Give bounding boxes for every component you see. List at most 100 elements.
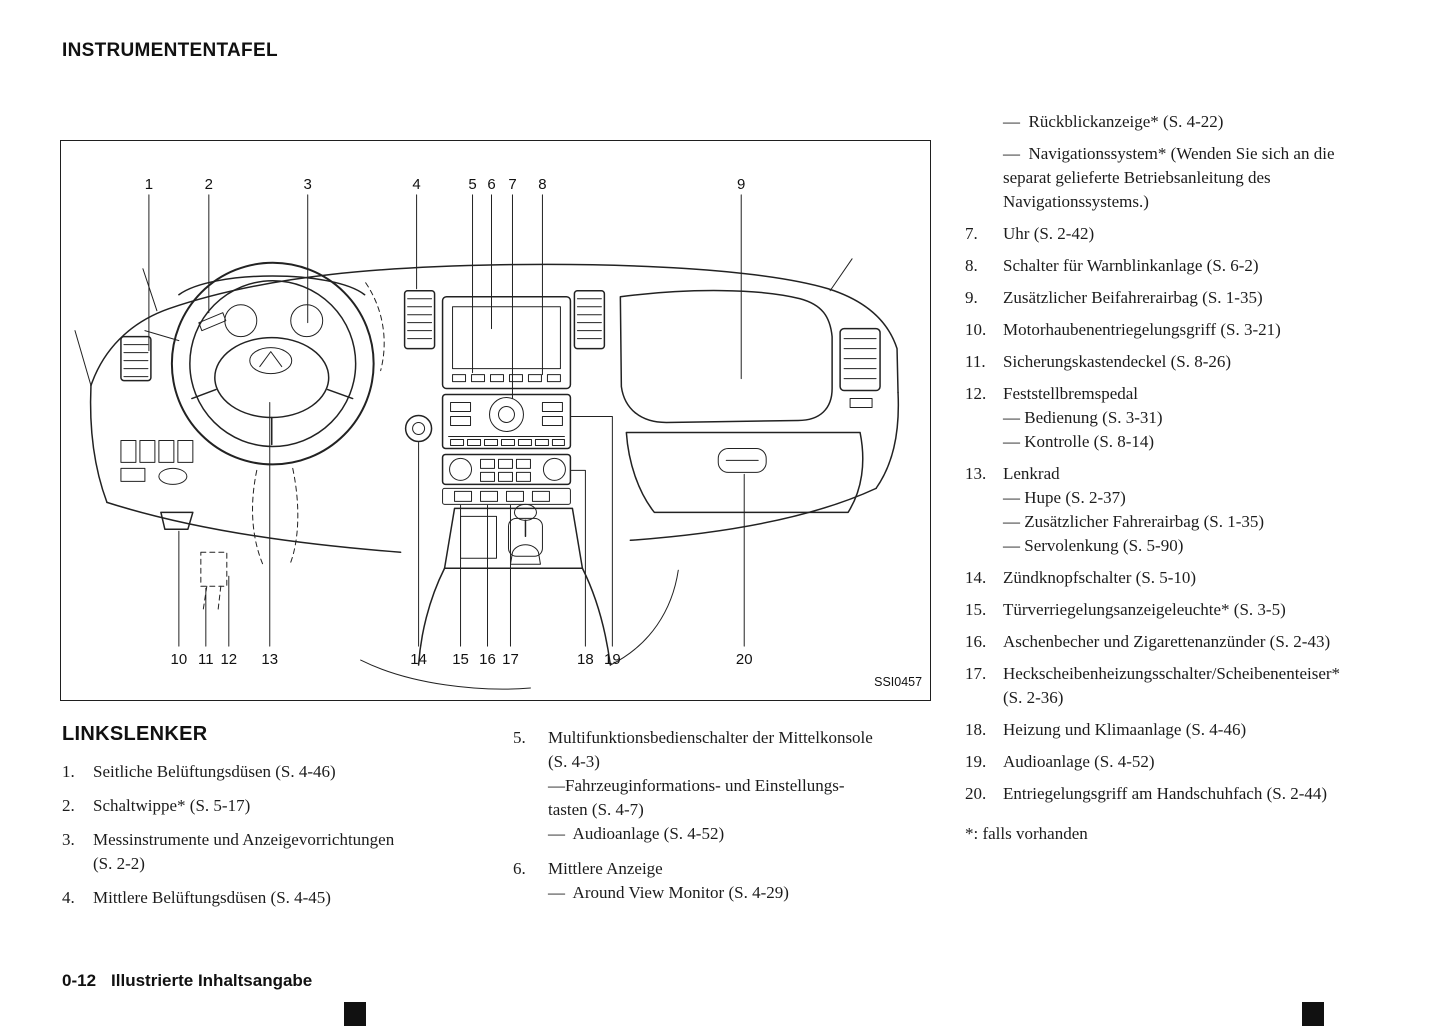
item-number: 7. bbox=[965, 224, 978, 243]
item-text: Audioanlage (S. 4-52) bbox=[1003, 752, 1155, 771]
list-item-17: 17. Heckscheibenheizungsschalter/Scheibe… bbox=[965, 662, 1345, 710]
list-item-15: 15. Türverriegelungsanzeigeleuchte* (S. … bbox=[965, 598, 1345, 622]
list-item-9: 9. Zusätzlicher Beifahrerairbag (S. 1-35… bbox=[965, 286, 1345, 310]
callout-number-4: 4 bbox=[412, 176, 420, 193]
callout-number-12: 12 bbox=[220, 651, 237, 668]
list-item-4: 4. Mittlere Belüftungsdüsen (S. 4-45) bbox=[62, 886, 397, 910]
item-number: 3. bbox=[62, 830, 75, 849]
list-item-3: 3. Messinstrumente und Anzeigevorrichtun… bbox=[62, 828, 397, 876]
list-item-16: 16. Aschenbecher und Zigarettenanzünder … bbox=[965, 630, 1345, 654]
list-item-19: 19. Audioanlage (S. 4-52) bbox=[965, 750, 1345, 774]
item-number: 12. bbox=[965, 384, 987, 403]
left-column: LINKSLENKER 1. Seitliche Belüftungsdüsen… bbox=[62, 722, 397, 920]
callout-number-17: 17 bbox=[502, 651, 519, 668]
hood-release-handle bbox=[160, 511, 194, 531]
item-number: 15. bbox=[965, 600, 987, 619]
center-vents bbox=[403, 289, 606, 350]
item-number: 17. bbox=[965, 664, 987, 683]
item-subentry: — Servolenkung (S. 5-90) bbox=[1003, 536, 1184, 555]
list-item-7: 7. Uhr (S. 2-42) bbox=[965, 222, 1345, 246]
callout-number-3: 3 bbox=[304, 176, 312, 193]
callout-number-20: 20 bbox=[736, 651, 753, 668]
item-text: Feststellbremspedal bbox=[1003, 384, 1139, 403]
item-6-continuation: — Rückblickanzeige* (S. 4-22) — Navigati… bbox=[1003, 110, 1345, 214]
left-vent bbox=[120, 335, 152, 382]
item-subentry: — Zusätzlicher Fahrerairbag (S. 1-35) bbox=[1003, 512, 1265, 531]
list-item-8: 8. Schalter für Warnblinkanlage (S. 6-2) bbox=[965, 254, 1345, 278]
list-item-20: 20. Entriegelungsgriff am Handschuhfach … bbox=[965, 782, 1345, 806]
instrument-cluster bbox=[144, 275, 366, 342]
list-item-12: 12. Feststellbremspedal — Bedienung (S. … bbox=[965, 382, 1345, 454]
item-text: Uhr (S. 2-42) bbox=[1003, 224, 1095, 243]
climate-control bbox=[441, 453, 572, 486]
item-text: Zusätzlicher Beifahrerairbag (S. 1-35) bbox=[1003, 288, 1263, 307]
callout-number-14: 14 bbox=[410, 651, 427, 668]
glove-box bbox=[625, 431, 864, 514]
page-footer: 0-12 Illustrierte Inhaltsangabe bbox=[62, 969, 312, 993]
ignition-switch bbox=[404, 414, 433, 443]
item-number: 9. bbox=[965, 288, 978, 307]
item-text: Aschenbecher und Zigarettenanzünder (S. … bbox=[1003, 632, 1331, 651]
item-subentry: — Hupe (S. 2-37) bbox=[1003, 488, 1126, 507]
callout-number-15: 15 bbox=[452, 651, 469, 668]
item-subentry: — Audioanlage (S. 4-52) bbox=[548, 824, 725, 843]
item-text: Sicherungskastendeckel (S. 8-26) bbox=[1003, 352, 1232, 371]
list-item-11: 11. Sicherungskastendeckel (S. 8-26) bbox=[965, 350, 1345, 374]
item-text: Türverriegelungsanzeigeleuchte* (S. 3-5) bbox=[1003, 600, 1286, 619]
item-subentry: — Around View Monitor (S. 4-29) bbox=[548, 883, 789, 902]
shifter-console bbox=[360, 503, 679, 690]
item-number: 10. bbox=[965, 320, 987, 339]
item-number: 2. bbox=[62, 796, 75, 815]
item-subentry: — Kontrolle (S. 8-14) bbox=[1003, 432, 1155, 451]
middle-column: 5. Multifunktionsbedienschalter der Mitt… bbox=[513, 726, 878, 916]
item-number: 5. bbox=[513, 728, 526, 747]
callout-number-16: 16 bbox=[479, 651, 496, 668]
right-column: — Rückblickanzeige* (S. 4-22) — Navigati… bbox=[965, 110, 1345, 846]
item-text: Motorhaubenentriegelungsgriff (S. 3-21) bbox=[1003, 320, 1281, 339]
item-text: Lenkrad bbox=[1003, 464, 1060, 483]
list-item-5: 5. Multifunktionsbedienschalter der Mitt… bbox=[513, 726, 878, 846]
nav-screen bbox=[441, 295, 572, 390]
left-switch-panel bbox=[120, 439, 194, 485]
item-text: Messinstrumente und Anzeigevorrichtungen… bbox=[93, 830, 395, 873]
list-item-6: 6. Mittlere Anzeige — Around View Monito… bbox=[513, 857, 878, 905]
item-text: Seitliche Belüftungsdüsen (S. 4-46) bbox=[93, 762, 336, 781]
callout-number-1: 1 bbox=[145, 176, 153, 193]
item-text: Schaltwippe* (S. 5-17) bbox=[93, 796, 251, 815]
list-item-14: 14. Zündknopfschalter (S. 5-10) bbox=[965, 566, 1345, 590]
item-text: Schalter für Warnblinkanlage (S. 6-2) bbox=[1003, 256, 1259, 275]
item-subentry: — Bedienung (S. 3-31) bbox=[1003, 408, 1163, 427]
callout-numbers: 1 2 3 4 5 6 7 8 9 10 11 12 13 14 15 16 1… bbox=[145, 176, 922, 689]
passenger-airbag-panel bbox=[619, 289, 833, 424]
item-number: 20. bbox=[965, 784, 987, 803]
item-number: 14. bbox=[965, 568, 987, 587]
item-text: Heizung und Klimaanlage (S. 4-46) bbox=[1003, 720, 1247, 739]
callout-leader-lines bbox=[148, 194, 745, 647]
callout-number-13: 13 bbox=[261, 651, 278, 668]
item-subentry: — Navigationssystem* (Wenden Sie sich an… bbox=[1003, 144, 1339, 211]
print-mark-left bbox=[344, 1002, 366, 1026]
footer-title: Illustrierte Inhaltsangabe bbox=[111, 971, 313, 990]
footnote: *: falls vorhanden bbox=[965, 824, 1088, 843]
callout-number-19: 19 bbox=[604, 651, 621, 668]
item-text: Mittlere Belüftungsdüsen (S. 4-45) bbox=[93, 888, 331, 907]
print-mark-right bbox=[1302, 1002, 1324, 1026]
item-number: 4. bbox=[62, 888, 75, 907]
right-vent bbox=[839, 327, 881, 409]
item-number: 8. bbox=[965, 256, 978, 275]
dashboard-diagram: 1 2 3 4 5 6 7 8 9 10 11 12 13 14 15 16 1… bbox=[74, 176, 922, 690]
callout-number-7: 7 bbox=[508, 176, 516, 193]
dashboard-figure-box: 1 2 3 4 5 6 7 8 9 10 11 12 13 14 15 16 1… bbox=[60, 140, 931, 701]
callout-number-5: 5 bbox=[468, 176, 476, 193]
page-title: INSTRUMENTENTAFEL bbox=[62, 40, 278, 61]
lower-switch-row bbox=[442, 487, 571, 505]
item-text: Mittlere Anzeige bbox=[548, 859, 663, 878]
audio-unit bbox=[441, 393, 572, 450]
list-item-13: 13. Lenkrad — Hupe (S. 2-37) — Zusätzlic… bbox=[965, 462, 1345, 558]
callout-number-9: 9 bbox=[737, 176, 745, 193]
page-number: 0-12 bbox=[62, 971, 97, 990]
section-heading-linkslenker: LINKSLENKER bbox=[62, 723, 208, 745]
item-number: 13. bbox=[965, 464, 987, 483]
item-number: 6. bbox=[513, 859, 526, 878]
list-item-18: 18. Heizung und Klimaanlage (S. 4-46) bbox=[965, 718, 1345, 742]
